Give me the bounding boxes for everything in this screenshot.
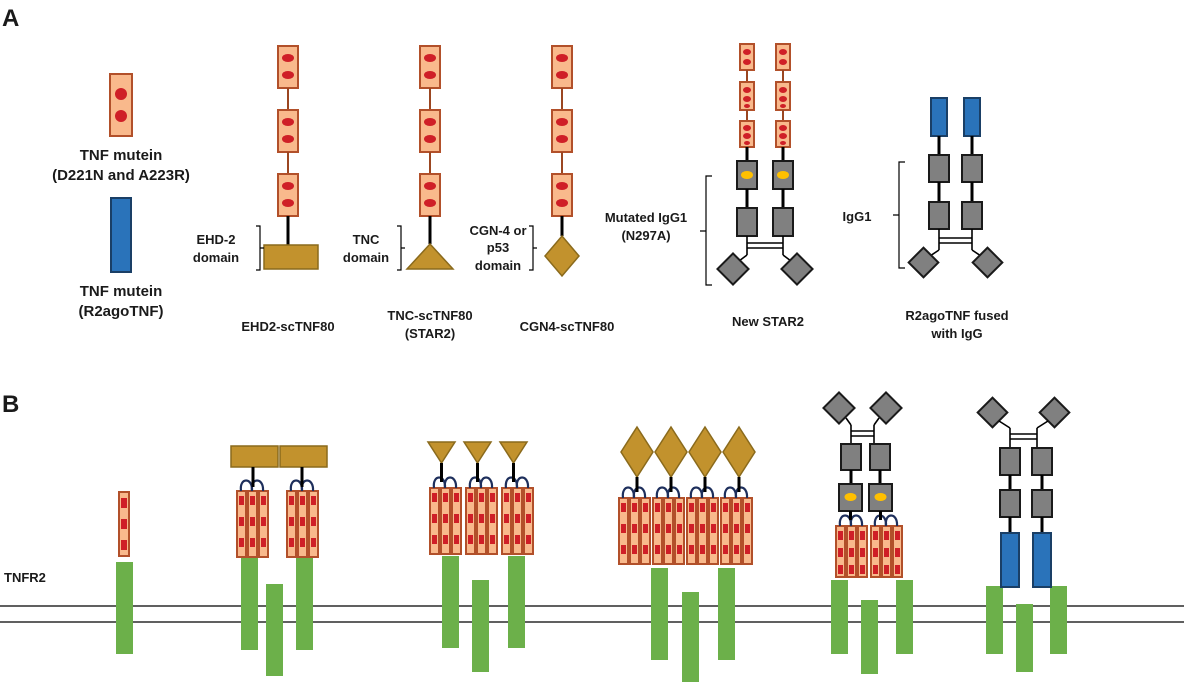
- construct-tnc-sctnf80: TNC domain TNC-scTNF80 (STAR2): [343, 45, 473, 341]
- tnc-domain-line1: TNC: [353, 232, 380, 247]
- tnc-domain: [405, 242, 455, 270]
- legend-r2ago-line1: TNF mutein: [80, 283, 163, 300]
- tnfr2: [682, 592, 699, 682]
- panel-a-letter: A: [2, 5, 19, 32]
- ehd2-domain: [263, 244, 319, 270]
- mutation-dot: [115, 110, 127, 122]
- tnf-trimer-unit: [501, 476, 534, 555]
- tnfr2: [296, 558, 313, 650]
- panel-b-tnc-trimer: [426, 441, 529, 482]
- panel-b-letter: B: [2, 391, 19, 418]
- tnf-mutein-segment: [109, 73, 133, 137]
- tnfr2-receptors: [116, 556, 1067, 682]
- new-star2-domain-line2: (N297A): [621, 228, 670, 243]
- tnf-trimer-unit: [618, 486, 651, 565]
- construct-new-star2: Mutated IgG1 (N297A) New STAR2: [605, 43, 814, 329]
- mutation-dot: [115, 88, 127, 100]
- tnfr2: [1050, 586, 1067, 654]
- cgn4-domain-line2: p53: [487, 240, 509, 255]
- ehd2-domain-line2: domain: [193, 250, 239, 265]
- legend-r2ago: TNF mutein (R2agoTNF): [79, 197, 164, 320]
- tnf-trimer-unit: [686, 486, 719, 565]
- r2ago-domain-line1: IgG1: [843, 209, 872, 224]
- tnfr2: [986, 586, 1003, 654]
- r2ago-tnf-block: [110, 197, 132, 273]
- cgn4-construct-name: CGN4-scTNF80: [520, 319, 615, 334]
- cgn4-domain: [544, 234, 580, 278]
- tnfr2: [831, 580, 848, 654]
- r2ago-construct-name-line2: with IgG: [930, 326, 982, 341]
- panel-b-ehd2-dimer: [230, 445, 328, 487]
- tnfr2: [442, 556, 459, 648]
- panel-b-new-star2: [822, 391, 903, 520]
- panel-b-cgn4-tetramer: [620, 425, 756, 492]
- tnf-trimer-unit: [465, 476, 498, 555]
- tnfr2: [651, 568, 668, 660]
- tnfr2: [241, 558, 258, 650]
- legend-tnf-mutein-line1: TNF mutein: [80, 147, 163, 164]
- tnfr2: [472, 580, 489, 672]
- tnf-trimer-unit: [286, 479, 319, 558]
- tnf-trimer-unit: [236, 479, 269, 558]
- bound-tnf-trimers: [236, 476, 903, 578]
- tnf-trimer-unit: [652, 486, 685, 565]
- tnfr2-label: TNFR2: [4, 570, 46, 585]
- panel-b-r2ago-igg: [976, 396, 1071, 588]
- new-star2-construct-name: New STAR2: [732, 314, 804, 329]
- tnc-construct-name-line2: (STAR2): [405, 326, 455, 341]
- tnfr2: [896, 580, 913, 654]
- construct-ehd2-sctnf80: EHD-2 domain EHD2-scTNF80: [193, 45, 335, 334]
- legend-r2ago-line2: (R2agoTNF): [79, 303, 164, 320]
- tnfr2: [718, 568, 735, 660]
- tnf-trimer-unit: [720, 486, 753, 565]
- tnfr2: [116, 562, 133, 654]
- ehd2-domain-line1: EHD-2: [196, 232, 235, 247]
- tnf-trimer-unit: [835, 514, 868, 578]
- tnfr2: [861, 600, 878, 674]
- tnc-construct-name-line1: TNC-scTNF80: [387, 308, 472, 323]
- tnfr2: [508, 556, 525, 648]
- tnfr2: [1016, 604, 1033, 672]
- cgn4-domain-line3: domain: [475, 258, 521, 273]
- cgn4-domain-line1: CGN-4 or: [469, 223, 526, 238]
- r2ago-construct-name-line1: R2agoTNF fused: [905, 308, 1008, 323]
- tnc-domain-line2: domain: [343, 250, 389, 265]
- tnf-trimer-unit: [429, 476, 462, 555]
- ehd2-construct-name: EHD2-scTNF80: [241, 319, 334, 334]
- panel-b-single-mutein: [118, 491, 130, 557]
- new-star2-domain-line1: Mutated IgG1: [605, 210, 687, 225]
- legend-tnf-mutein-line2: (D221N and A223R): [52, 167, 190, 184]
- construct-r2agotnf-igg: IgG1 R2agoTNF fused with IgG: [843, 97, 1009, 341]
- tnf-trimer-unit: [870, 514, 903, 578]
- construct-cgn4-sctnf80: CGN-4 or p53 domain CGN4-scTNF80: [469, 45, 615, 334]
- legend-tnf-mutein: TNF mutein (D221N and A223R): [52, 73, 190, 184]
- tnfr2: [266, 584, 283, 676]
